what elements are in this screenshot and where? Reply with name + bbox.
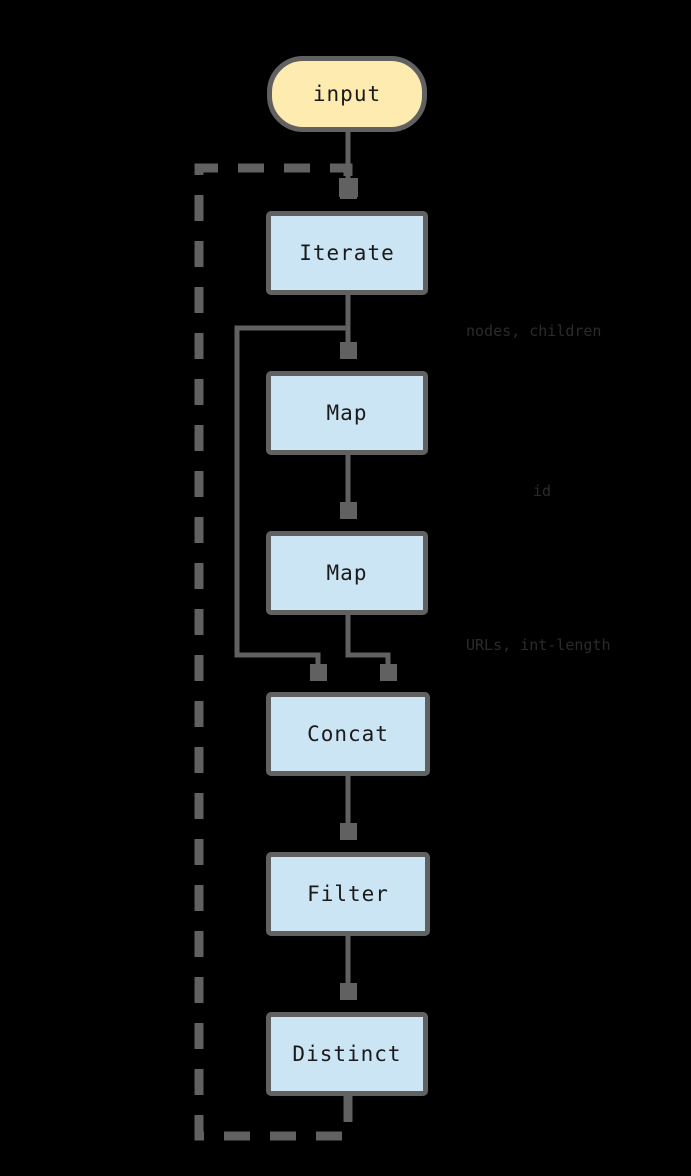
node-concat-label: Concat	[307, 722, 389, 746]
edge-label-map1-map2: id	[533, 482, 552, 500]
node-concat[interactable]: Concat	[266, 692, 430, 776]
edge-concat-filter	[340, 776, 357, 840]
edge-map1-map2	[340, 455, 357, 519]
node-map-1-label: Map	[326, 401, 368, 425]
edge-label-map2-concat: URLs, int-length	[466, 636, 611, 654]
node-map-1[interactable]: Map	[266, 371, 428, 455]
node-iterate[interactable]: Iterate	[266, 211, 428, 295]
edge-label-iterate-map1: nodes, children	[466, 322, 602, 340]
node-input-label: input	[312, 82, 382, 106]
node-distinct-label: Distinct	[292, 1042, 402, 1066]
edge-distinct-iterate-feedback	[194, 163, 358, 1141]
node-filter[interactable]: Filter	[266, 852, 430, 936]
node-iterate-label: Iterate	[299, 241, 395, 265]
node-input[interactable]: input	[267, 56, 427, 132]
node-map-2[interactable]: Map	[266, 531, 428, 615]
node-distinct[interactable]: Distinct	[266, 1012, 428, 1096]
node-filter-label: Filter	[307, 882, 389, 906]
edge-iterate-concat-branch	[234, 325, 348, 681]
edge-filter-distinct	[340, 936, 357, 1000]
node-map-2-label: Map	[326, 561, 368, 585]
edge-map2-concat	[345, 615, 397, 681]
